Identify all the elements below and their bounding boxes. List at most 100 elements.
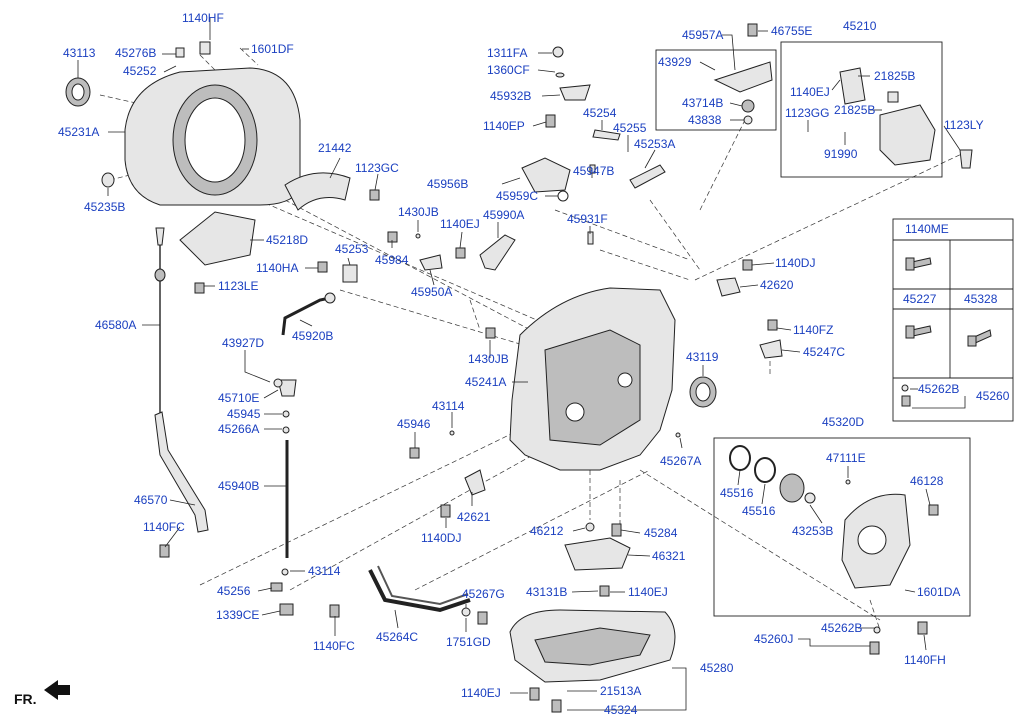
label-1430JB: 1430JB	[398, 205, 439, 219]
label-43714B: 43714B	[682, 96, 723, 110]
label-45959C: 45959C	[496, 189, 538, 203]
label-46580A: 46580A	[95, 318, 136, 332]
box-45210-group	[780, 41, 943, 178]
group-boxes	[655, 41, 1014, 617]
label-1140EJ-b: 1140EJ	[790, 85, 830, 99]
label-45266A: 45266A	[218, 422, 259, 436]
label-45931F: 45931F	[567, 212, 608, 226]
label-43114: 43114	[308, 564, 341, 578]
label-45210: 45210	[843, 19, 877, 33]
label-43929: 43929	[658, 55, 692, 69]
label-43838: 43838	[688, 113, 722, 127]
label-45253A: 45253A	[634, 137, 675, 151]
legend-icons	[901, 257, 992, 407]
label-42621: 42621	[457, 510, 491, 524]
label-45945: 45945	[227, 407, 261, 421]
label-45231A: 45231A	[58, 125, 99, 139]
label-1140EJ: 1140EJ	[440, 217, 480, 231]
label-45957A: 45957A	[682, 28, 723, 42]
washer-icon	[901, 384, 909, 392]
leader-lines	[77, 18, 966, 711]
label-1140FC: 1140FC	[143, 520, 185, 534]
box-45320D-group	[713, 437, 971, 617]
bracket-45218D	[179, 211, 256, 266]
callout-labels: 1140HF 43113 45276B 1601DF 45252 45231A …	[14, 11, 1010, 717]
label-21825B-b: 21825B	[834, 103, 875, 117]
label-1430JB-b: 1430JB	[468, 352, 509, 366]
label-1140FC-b: 1140FC	[313, 639, 355, 653]
label-45516: 45516	[720, 486, 754, 500]
label-43131B: 43131B	[526, 585, 567, 599]
label-1311FA: 1311FA	[487, 46, 527, 60]
label-21825B: 21825B	[874, 69, 915, 83]
legend-kit-label: 45262B	[918, 382, 959, 396]
label-45264C: 45264C	[376, 630, 418, 644]
label-45956B: 45956B	[427, 177, 468, 191]
label-1123GG: 1123GG	[785, 106, 829, 120]
label-45950A: 45950A	[411, 285, 452, 299]
label-91990: 91990	[824, 147, 858, 161]
bolt-icon-45227	[911, 325, 932, 337]
label-45262B: 45262B	[821, 621, 862, 635]
label-45320D: 45320D	[822, 415, 864, 429]
label-1123LE: 1123LE	[218, 279, 258, 293]
label-1140DJ: 1140DJ	[775, 256, 815, 270]
label-45256: 45256	[217, 584, 251, 598]
box-43929-group	[655, 49, 777, 131]
label-45276B: 45276B	[115, 46, 156, 60]
label-43253B: 43253B	[792, 524, 833, 538]
label-46212: 46212	[530, 524, 564, 538]
dipstick-tube	[154, 411, 209, 533]
plug-icon	[901, 395, 911, 407]
label-45284: 45284	[644, 526, 678, 540]
label-43114-b: 43114	[432, 399, 465, 413]
label-45247C: 45247C	[803, 345, 845, 359]
label-1140EP: 1140EP	[483, 119, 525, 133]
label-1140DJ-b: 1140DJ	[421, 531, 461, 545]
label-1140HF: 1140HF	[182, 11, 224, 25]
label-42620: 42620	[760, 278, 794, 292]
label-45710E: 45710E	[218, 391, 259, 405]
oil-filter	[564, 537, 631, 571]
label-45990A: 45990A	[483, 208, 524, 222]
label-1140HA: 1140HA	[256, 261, 298, 275]
label-45267A: 45267A	[660, 454, 701, 468]
label-46321: 46321	[652, 549, 686, 563]
label-21513A: 21513A	[600, 684, 641, 698]
label-1123LY: 1123LY	[944, 118, 984, 132]
label-21442: 21442	[318, 141, 352, 155]
label-43119: 43119	[686, 350, 719, 364]
label-45932B: 45932B	[490, 89, 531, 103]
legend-table	[892, 218, 1014, 422]
label-1360CF: 1360CF	[487, 63, 530, 77]
shield-21442	[284, 172, 351, 211]
bolt-icon-1140ME	[911, 257, 932, 269]
front-indicator-label: FR.	[14, 691, 37, 707]
label-45253: 45253	[335, 242, 369, 256]
label-45920B: 45920B	[292, 329, 333, 343]
legend-col-45227: 45227	[903, 292, 937, 306]
label-46570: 46570	[134, 493, 168, 507]
label-45947B: 45947B	[573, 164, 614, 178]
label-45254: 45254	[583, 106, 617, 120]
label-43113: 43113	[63, 46, 96, 60]
label-1601DA: 1601DA	[917, 585, 960, 599]
label-43927D: 43927D	[222, 336, 264, 350]
label-45260J: 45260J	[754, 632, 793, 646]
label-45235B: 45235B	[84, 200, 125, 214]
label-45324: 45324	[604, 703, 638, 717]
label-45252: 45252	[123, 64, 157, 78]
label-46755E: 46755E	[771, 24, 812, 38]
label-45946: 45946	[397, 417, 431, 431]
label-46128: 46128	[910, 474, 944, 488]
label-1751GD: 1751GD	[446, 635, 491, 649]
label-1123GC: 1123GC	[355, 161, 399, 175]
label-1339CE: 1339CE	[216, 608, 259, 622]
label-45280: 45280	[700, 661, 734, 675]
label-1601DF: 1601DF	[251, 42, 294, 56]
label-45255: 45255	[613, 121, 647, 135]
label-45241A: 45241A	[465, 375, 506, 389]
front-arrow-icon	[44, 680, 70, 700]
label-1140FZ: 1140FZ	[793, 323, 833, 337]
